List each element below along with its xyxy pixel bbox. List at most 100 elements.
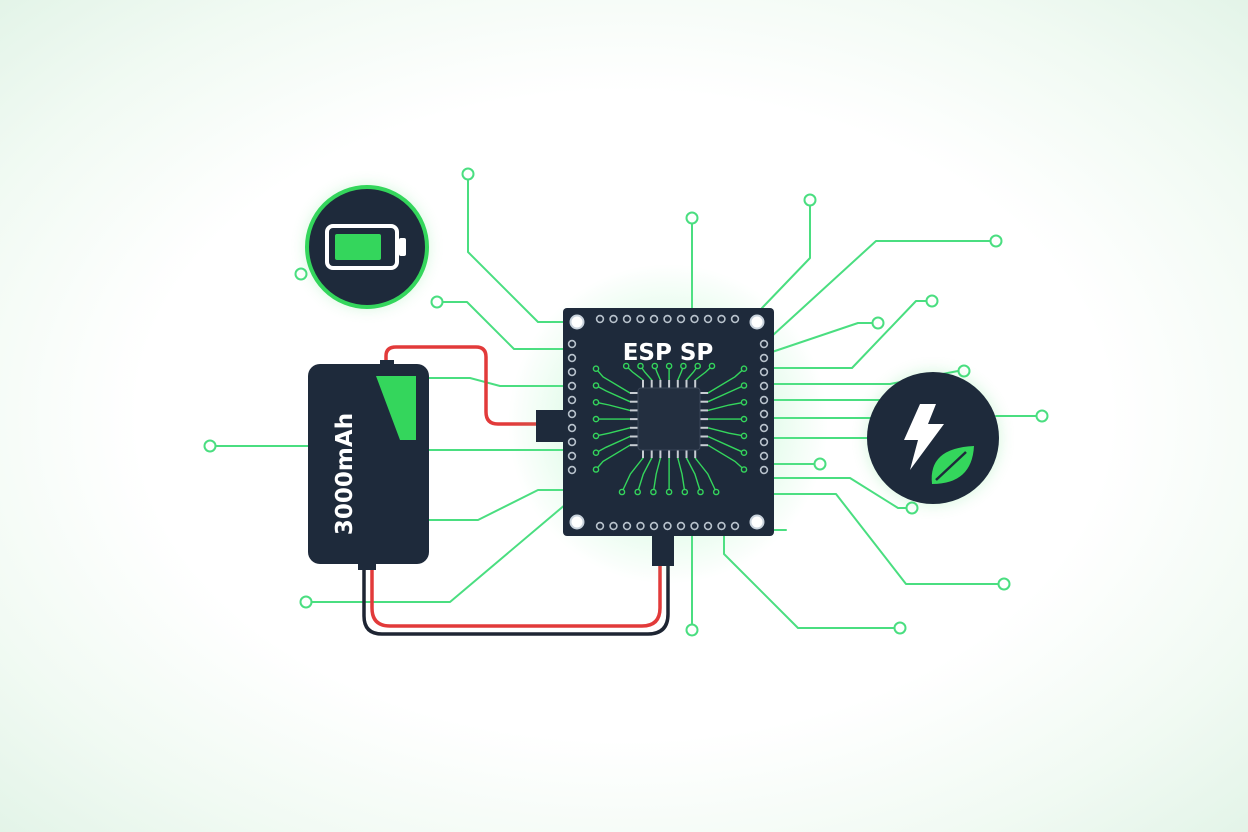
trace-top-left-tall	[467, 177, 567, 323]
header-pin-bottom	[595, 521, 605, 531]
header-pin-left	[567, 409, 577, 419]
header-pin-left	[567, 395, 577, 405]
leaf-vein	[935, 451, 967, 481]
header-pin-left	[567, 465, 577, 475]
header-pin-left	[567, 367, 577, 377]
inner-trace-pad	[592, 382, 600, 389]
header-pin-bottom	[622, 521, 632, 531]
inner-trace-pad	[740, 365, 748, 373]
header-pin-top	[649, 314, 659, 324]
inner-trace	[595, 384, 631, 403]
inner-trace-pad	[618, 488, 626, 496]
inner-trace-pad	[680, 362, 687, 370]
inner-trace-pad	[650, 488, 657, 496]
header-pin-right	[759, 437, 769, 447]
battery-status-badge	[305, 185, 429, 309]
inner-trace-pad	[740, 466, 748, 473]
header-pin-top	[609, 314, 618, 324]
header-pin-bottom	[676, 521, 686, 531]
header-pin-bottom	[690, 521, 699, 531]
header-pins	[567, 314, 769, 531]
inner-trace-pad	[681, 488, 689, 496]
microcontroller-board: ESP SP	[508, 264, 828, 584]
battery-terminal-bottom	[358, 560, 376, 570]
header-pin-bottom	[609, 521, 618, 531]
header-pin-left	[567, 381, 577, 391]
inner-trace	[595, 444, 631, 471]
header-pin-right	[759, 395, 769, 405]
header-pin-right	[759, 367, 769, 377]
header-pin-right	[759, 465, 769, 475]
power-wires	[362, 345, 670, 636]
header-pin-right	[759, 339, 769, 349]
header-pin-right	[759, 423, 769, 433]
inner-trace-pad	[622, 362, 630, 370]
header-pin-top	[636, 314, 645, 324]
inner-trace	[707, 435, 745, 454]
header-pin-top	[595, 314, 605, 324]
inner-trace-pad	[651, 362, 659, 370]
header-pin-top	[622, 314, 632, 324]
header-pin-left	[567, 451, 577, 461]
inner-trace-pad	[592, 449, 600, 457]
inner-trace-pad	[697, 488, 704, 496]
inner-trace	[595, 368, 631, 394]
header-pin-right	[759, 409, 769, 419]
battery-green-tag	[376, 376, 416, 440]
battery-icon	[325, 224, 406, 270]
eco-power-badge	[867, 372, 999, 504]
board-label: ESP SP	[623, 340, 714, 366]
inner-trace	[707, 384, 745, 403]
inner-trace	[707, 444, 745, 471]
bottom-power-connector	[652, 534, 674, 566]
inner-trace	[595, 401, 631, 412]
inner-trace-pad	[592, 398, 600, 406]
header-pin-top	[676, 314, 686, 324]
inner-trace	[652, 457, 662, 493]
header-pin-top	[663, 314, 672, 324]
header-pin-top	[717, 314, 726, 324]
header-pin-left	[567, 353, 577, 363]
black-wire-bottom	[362, 560, 670, 636]
header-pin-right	[759, 381, 769, 391]
battery-capacity-label: 3000mAh	[332, 413, 358, 535]
inner-trace-pad	[740, 398, 748, 406]
inner-trace	[637, 457, 653, 493]
header-pin-top	[690, 314, 699, 324]
inner-trace	[707, 401, 745, 412]
header-pin-left	[567, 437, 577, 447]
trace-left-bottom	[305, 503, 567, 603]
red-wire-bottom	[370, 560, 662, 628]
inner-trace-pad	[708, 362, 716, 370]
header-pin-left	[567, 339, 577, 349]
inner-trace-pad	[634, 488, 642, 496]
inner-trace-pad	[592, 432, 600, 440]
trace-right-top-long	[771, 240, 997, 337]
header-pin-bottom	[703, 521, 713, 531]
inner-trace-pad	[694, 362, 702, 370]
inner-traces	[592, 362, 748, 496]
inner-trace	[595, 427, 631, 437]
inner-trace-pad	[637, 362, 644, 370]
header-pin-right	[759, 353, 769, 363]
lightning-icon	[904, 404, 944, 470]
trace-right-10	[771, 493, 1005, 585]
inner-trace	[621, 457, 644, 493]
header-pin-right	[759, 451, 769, 461]
header-pin-bottom	[636, 521, 645, 531]
red-wire-top	[384, 345, 542, 426]
inner-trace-pad	[740, 449, 748, 457]
chip-pins	[630, 380, 708, 458]
inner-trace	[707, 427, 745, 437]
left-power-connector	[536, 410, 566, 442]
header-pin-top	[730, 314, 740, 324]
inner-trace	[677, 457, 686, 493]
inner-trace-pad	[740, 415, 748, 423]
header-pin-top	[703, 314, 713, 324]
trace-top-right-diag	[761, 201, 811, 309]
inner-trace-pad	[592, 415, 600, 423]
header-pin-bottom	[663, 521, 672, 531]
header-pin-bottom	[649, 521, 659, 531]
inner-trace-pad	[740, 382, 748, 389]
